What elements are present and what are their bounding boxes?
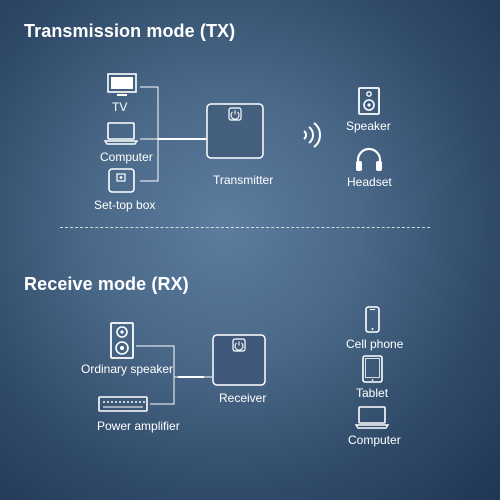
- tablet-icon: [362, 355, 383, 383]
- set-top-box-icon: [108, 168, 135, 193]
- rx-output-amplifier-label: Power amplifier: [97, 419, 180, 433]
- tx-device-label: Transmitter: [213, 173, 274, 187]
- rx-title: Receive mode (RX): [24, 274, 189, 294]
- tx-source-set-top-box-label: Set-top box: [94, 198, 156, 212]
- receiver-box-icon: [212, 334, 266, 386]
- tx-title: Transmission mode (TX): [24, 21, 236, 41]
- rx-source-computer-label: Computer: [348, 433, 401, 447]
- speaker-icon: [110, 322, 134, 359]
- rx-output-speaker-label: Ordinary speaker: [81, 362, 174, 376]
- laptop-icon: [103, 121, 139, 145]
- rx-source-tablet-label: Tablet: [356, 386, 389, 400]
- tv-icon: [107, 73, 137, 97]
- speaker-icon: [358, 87, 380, 115]
- tx-source-tv-label: TV: [112, 100, 128, 114]
- laptop-icon: [354, 405, 390, 429]
- transmitter-box-icon: [206, 103, 264, 159]
- tx-source-computer-label: Computer: [100, 150, 153, 164]
- tx-output-speaker-label: Speaker: [346, 119, 391, 133]
- phone-icon: [365, 306, 380, 333]
- tx-output-headset-label: Headset: [347, 175, 392, 189]
- rx-source-phone-label: Cell phone: [346, 337, 404, 351]
- rx-device-label: Receiver: [219, 391, 267, 405]
- wireless-signal-icon: [300, 122, 322, 148]
- amplifier-icon: [98, 396, 148, 412]
- section-divider: [60, 227, 430, 228]
- headset-icon: [354, 146, 384, 172]
